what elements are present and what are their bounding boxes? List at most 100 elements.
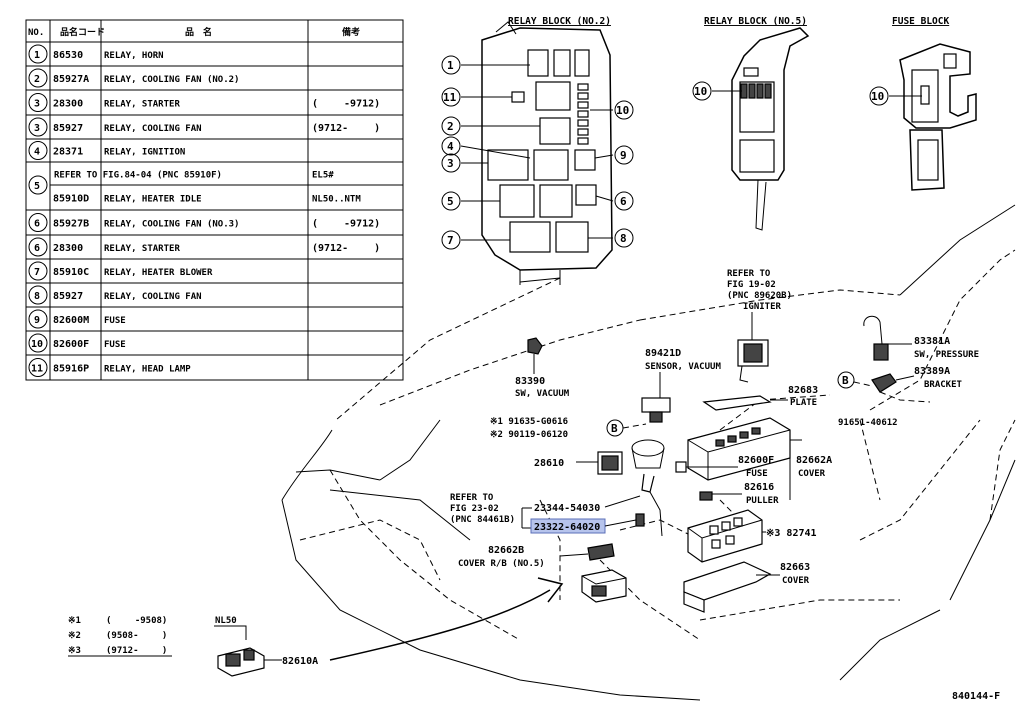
table-row-number: 9: [34, 315, 40, 326]
table-row-number-circle: [28, 213, 48, 232]
table-row-number-circle: [28, 333, 48, 353]
table-row-note: NL50..NTM: [312, 195, 361, 205]
vehicle-outline: [281, 204, 1016, 701]
bolt-b-callout-left: B: [606, 419, 647, 437]
label-refer-fig23-line3: (PNC 84461B): [450, 515, 515, 525]
plate-drawing: [702, 395, 788, 411]
relay-block-5-callout: 10: [692, 81, 742, 101]
table-row-code: 28371: [53, 147, 83, 158]
legend: ※1 ( -9508) ※2 (9508- ) ※3 (9712- ): [68, 616, 172, 657]
table-header-name: 品 名: [185, 26, 212, 38]
table-row-number-circle: [28, 175, 48, 195]
sw-pressure-drawing: [863, 315, 912, 361]
table-row-note: (9712- ): [312, 123, 380, 134]
label-82663: 82663: [780, 562, 810, 573]
label-82662b-desc: COVER R/B (NO.5): [458, 559, 545, 569]
label-83390-desc: SW, VACUUM: [515, 389, 570, 399]
callout-b-right: B: [842, 374, 849, 387]
label-23344: 23344-54030: [534, 503, 600, 514]
table-row-name: FUSE: [104, 316, 126, 326]
table-row-note: ( -9712): [312, 99, 380, 110]
label-refer-fig19-line1: REFER TO: [727, 269, 771, 279]
table-row-number: 10: [31, 339, 43, 350]
table-row-code: 85927: [53, 291, 83, 302]
callout-1: 1: [447, 59, 454, 72]
label-90119: ※2 90119-06120: [490, 430, 568, 440]
label-83389a-desc: BRACKET: [924, 380, 963, 390]
label-83381a: 83381A: [914, 336, 950, 347]
table-row-number: 3: [34, 99, 40, 110]
table-row-number-circle: [28, 68, 48, 88]
table-row-number: 4: [34, 147, 40, 158]
label-91635: ※1 91635-G0616: [490, 417, 568, 427]
label-89421d: 89421D: [645, 348, 681, 359]
legend-range-2: (9508- ): [106, 631, 167, 641]
table-row-number-circle: [28, 44, 48, 64]
table-row-number-circle: [28, 358, 48, 377]
label-refer-fig19-line4: IGNITER: [743, 302, 782, 312]
table-row-number: 11: [31, 364, 43, 375]
table-row-number: 3: [34, 123, 40, 134]
callout-4: 4: [447, 140, 454, 153]
table-row-number-circle: [28, 141, 48, 160]
table-row-note: EL5#: [312, 171, 334, 181]
label-refer-fig19-line3: (PNC 89620B): [727, 291, 792, 301]
table-row-name: RELAY, IGNITION: [104, 148, 185, 158]
table-row-number: 6: [34, 243, 40, 254]
label-23322[interactable]: 23322-64020: [534, 522, 600, 533]
table-row-number: 2: [34, 74, 40, 85]
label-82683: 82683: [788, 385, 818, 396]
label-82741: ※3 82741: [766, 528, 817, 539]
label-83381a-desc: SW, PRESSURE: [914, 350, 979, 360]
callout-10-rb5: 10: [694, 85, 707, 98]
table-row-code: 28300: [53, 99, 83, 110]
label-83389a: 83389A: [914, 366, 950, 377]
label-82662a-desc: COVER: [798, 469, 826, 479]
table-row-name: RELAY, HORN: [104, 51, 164, 61]
callout-6: 6: [620, 195, 627, 208]
table-row-number: 1: [34, 50, 40, 61]
bracket-drawing: [871, 373, 931, 403]
table-row-code: 85927B: [53, 219, 89, 230]
callout-5: 5: [447, 195, 454, 208]
table-row-name: RELAY, COOLING FAN (NO.3): [104, 220, 239, 230]
label-91651: 91651-40612: [838, 418, 898, 428]
legend-range-3: (9712- ): [106, 646, 167, 656]
label-83390: 83390: [515, 376, 545, 387]
label-82616: 82616: [744, 482, 774, 493]
label-refer-fig23-line1: REFER TO: [450, 493, 494, 503]
table-row-name: RELAY, COOLING FAN: [104, 292, 202, 302]
legend-range-1: ( -9508): [106, 616, 167, 626]
table-header-code: 品名コード: [60, 26, 105, 38]
bolt-b-callout-right: B: [837, 371, 873, 389]
label-82616-desc: PULLER: [746, 496, 779, 506]
table-row-note: (9712- ): [312, 243, 380, 254]
callout-10: 10: [616, 104, 629, 117]
table-row-name: RELAY, STARTER: [104, 244, 180, 254]
relay-box-82741-drawing: [687, 509, 766, 563]
puller-drawing: [699, 491, 742, 501]
legend-mark-1: ※1: [68, 616, 81, 626]
callout-circles: 1 11 10 2 4 3 9 5 6 7 8: [441, 55, 634, 250]
label-82683-desc: PLATE: [790, 398, 817, 408]
label-82663-desc: COVER: [782, 576, 810, 586]
legend-mark-2: ※2: [68, 631, 81, 641]
cover-82663-drawing: [683, 561, 780, 613]
sensor-vacuum-drawing: [641, 372, 671, 423]
table-row-number-circle: [28, 117, 48, 137]
callout-7: 7: [447, 234, 454, 247]
label-82600f-desc: FUSE: [746, 469, 768, 479]
table-row-note: ( -9712): [312, 219, 380, 230]
legend-mark-3: ※3: [68, 646, 81, 656]
relay-block-2-title: RELAY BLOCK (NO.2): [508, 16, 611, 27]
table-row-name: RELAY, HEAD LAMP: [104, 365, 191, 375]
relay-block-2-callouts: [460, 64, 614, 241]
table-row-name: RELAY, HEATER IDLE: [104, 195, 202, 205]
label-82662b: 82662B: [488, 545, 524, 556]
table-row-number-circle: [28, 285, 48, 305]
table-row-number-circle: [28, 237, 48, 257]
table-row-name: RELAY, HEATER BLOWER: [104, 268, 213, 278]
table-row-name: FUSE: [104, 340, 126, 350]
table-row-number-circle: [28, 93, 48, 112]
table-row-code: 85910C: [53, 267, 89, 278]
